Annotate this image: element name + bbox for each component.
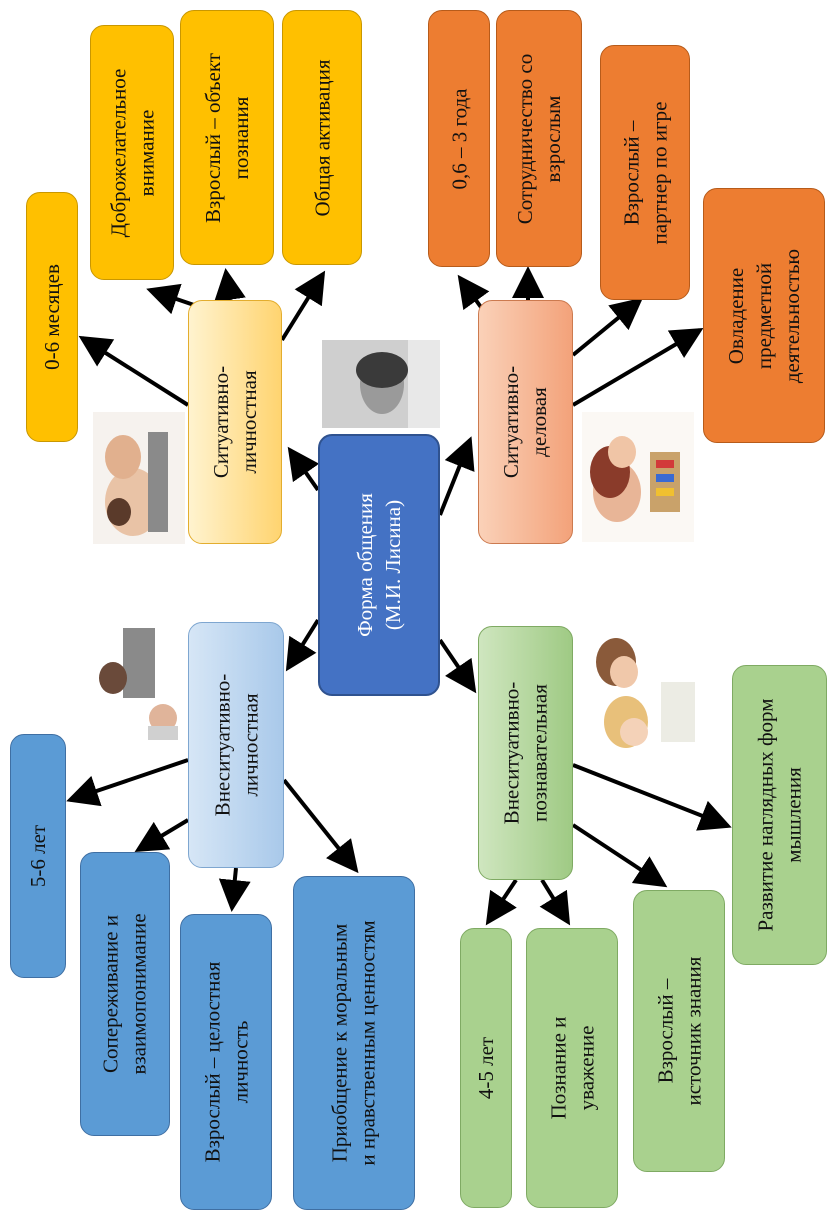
extra-cognitive-title: Внеситуативно- познавательная <box>499 681 552 825</box>
arrow-ec-need <box>539 878 571 926</box>
sb-age-box: 0,6 – 3 года <box>428 10 490 267</box>
portrait-photo <box>322 340 440 428</box>
sb-role-box: Взрослый – партнер по игре <box>600 45 690 300</box>
ec-role-box: Взрослый – источник знания <box>633 890 725 1172</box>
ec-age-box: 4-5 лет <box>460 928 512 1208</box>
arrow-to-situative-personal <box>287 446 320 492</box>
sp-need-text: Доброжелательное внимание <box>106 68 159 237</box>
arrow-sp-role <box>214 268 246 302</box>
sp-role-box: Взрослый – объект познания <box>180 10 274 265</box>
arrow-ep-role <box>218 867 251 912</box>
arrow-ep-age <box>66 758 189 807</box>
sb-need-text: Сотрудничество со взрослым <box>513 53 566 224</box>
situative-business-title: Ситуативно- деловая <box>499 365 552 479</box>
ec-role-text: Взрослый – источник знания <box>653 956 705 1106</box>
ep-role-text: Взрослый – целостная личность <box>200 961 253 1163</box>
arrow-to-extra-personal <box>285 618 320 672</box>
extra-cognitive-box: Внеситуативно- познавательная <box>478 626 573 880</box>
arrow-sp-age <box>78 335 190 407</box>
arrow-ep-need <box>134 818 190 853</box>
situative-personal-box: Ситуативно- личностная <box>188 300 282 544</box>
arrow-sp-result <box>280 270 326 342</box>
arrow-sb-result <box>571 327 704 407</box>
sp-result-text: Общая активация <box>310 58 335 217</box>
mother-son-reading-photo <box>586 622 704 762</box>
ep-age-box: 5-6 лет <box>10 734 66 978</box>
adult-child-walking-photo <box>93 618 185 746</box>
ec-need-box: Познание и уважение <box>526 928 618 1208</box>
arrow-ec-result <box>572 763 732 831</box>
ec-age-text: 4-5 лет <box>474 1036 499 1100</box>
arrow-to-extra-cognitive <box>438 638 477 694</box>
sp-age-text: 0-6 месяцев <box>40 264 64 370</box>
extra-personal-box: Внеситуативно- личностная <box>188 622 284 868</box>
woman-child-playing-photo <box>582 412 694 542</box>
ep-need-text: Сопереживание и взаимопонимание <box>99 913 152 1075</box>
arrow-ec-age <box>485 878 518 926</box>
situative-personal-title: Ситуативно- личностная <box>209 365 261 479</box>
sp-need-box: Доброжелательное внимание <box>90 25 174 280</box>
sb-result-box: Овладение предметной деятельностью <box>703 188 825 443</box>
extra-personal-title: Внеситуативно- личностная <box>210 673 262 817</box>
ep-age-text: 5-6 лет <box>26 824 51 888</box>
sb-role-text: Взрослый – партнер по игре <box>619 101 671 244</box>
arrow-to-situative-business <box>438 436 475 516</box>
sp-result-box: Общая активация <box>282 10 362 265</box>
center-label: Форма общения (М.И. Лисина) <box>353 493 405 637</box>
sp-role-text: Взрослый – объект познания <box>201 52 254 223</box>
arrow-sb-age <box>457 274 490 312</box>
sp-age-box: 0-6 месяцев <box>26 192 78 442</box>
sb-age-text: 0,6 – 3 года <box>447 88 471 189</box>
arrow-ec-role <box>571 823 668 888</box>
arrow-sp-need <box>146 283 195 315</box>
ec-result-text: Развитие наглядных форм мышления <box>753 698 806 932</box>
ec-result-box: Развитие наглядных форм мышления <box>732 665 827 965</box>
ep-need-box: Сопереживание и взаимопонимание <box>80 852 170 1136</box>
sb-need-box: Сотрудничество со взрослым <box>496 10 582 267</box>
ep-result-box: Приобщение к моральным и нравственным це… <box>293 876 415 1210</box>
center-box: Форма общения (М.И. Лисина) <box>318 434 440 696</box>
situative-business-box: Ситуативно- деловая <box>478 300 573 544</box>
arrow-sb-role <box>571 297 644 357</box>
sb-result-text: Овладение предметной деятельностью <box>724 248 804 383</box>
ec-need-text: Познание и уважение <box>546 1016 598 1120</box>
mother-baby-photo <box>93 412 185 544</box>
arrow-ep-result <box>282 778 359 874</box>
ep-role-box: Взрослый – целостная личность <box>180 914 272 1210</box>
ep-result-text: Приобщение к моральным и нравственным це… <box>328 920 380 1166</box>
